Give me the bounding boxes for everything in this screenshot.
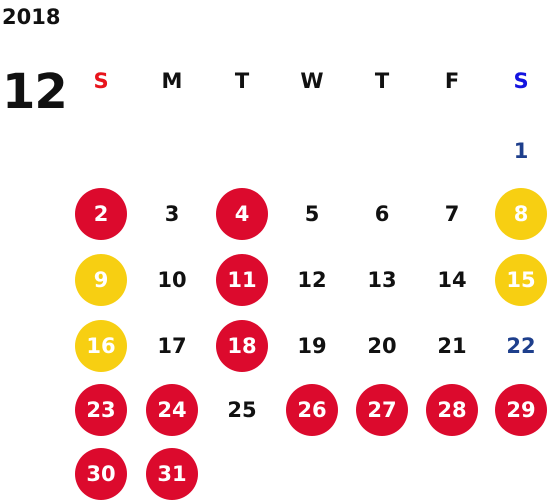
day-cell-2[interactable]: 2 bbox=[75, 188, 127, 240]
day-cell-14[interactable]: 14 bbox=[437, 268, 467, 292]
day-cell-22[interactable]: 22 bbox=[506, 334, 536, 358]
day-cell-18[interactable]: 18 bbox=[216, 320, 268, 372]
day-cell-4[interactable]: 4 bbox=[216, 188, 268, 240]
day-cell-26[interactable]: 26 bbox=[286, 384, 338, 436]
weekday-label: S bbox=[93, 69, 109, 93]
day-cell-25[interactable]: 25 bbox=[227, 398, 257, 422]
day-cell-13[interactable]: 13 bbox=[367, 268, 397, 292]
day-cell-20[interactable]: 20 bbox=[367, 334, 397, 358]
day-cell-16[interactable]: 16 bbox=[75, 320, 127, 372]
day-cell-10[interactable]: 10 bbox=[157, 268, 187, 292]
day-cell-3[interactable]: 3 bbox=[164, 202, 180, 226]
day-cell-23[interactable]: 23 bbox=[75, 384, 127, 436]
weekday-label: W bbox=[300, 69, 324, 93]
day-cell-28[interactable]: 28 bbox=[426, 384, 478, 436]
day-cell-12[interactable]: 12 bbox=[297, 268, 327, 292]
weekday-label: M bbox=[161, 69, 183, 93]
day-cell-21[interactable]: 21 bbox=[437, 334, 467, 358]
calendar-month: 12 bbox=[2, 64, 68, 120]
day-cell-11[interactable]: 11 bbox=[216, 254, 268, 306]
day-cell-27[interactable]: 27 bbox=[356, 384, 408, 436]
weekday-label: S bbox=[513, 69, 529, 93]
day-cell-15[interactable]: 15 bbox=[495, 254, 547, 306]
day-cell-1[interactable]: 1 bbox=[513, 139, 529, 163]
day-cell-24[interactable]: 24 bbox=[146, 384, 198, 436]
day-cell-6[interactable]: 6 bbox=[374, 202, 390, 226]
weekday-label: F bbox=[444, 69, 460, 93]
day-cell-9[interactable]: 9 bbox=[75, 254, 127, 306]
calendar-year: 2018 bbox=[2, 5, 61, 29]
day-cell-19[interactable]: 19 bbox=[297, 334, 327, 358]
day-cell-7[interactable]: 7 bbox=[444, 202, 460, 226]
day-cell-30[interactable]: 30 bbox=[75, 448, 127, 500]
weekday-label: T bbox=[234, 69, 250, 93]
day-cell-17[interactable]: 17 bbox=[157, 334, 187, 358]
day-cell-29[interactable]: 29 bbox=[495, 384, 547, 436]
weekday-label: T bbox=[374, 69, 390, 93]
day-cell-8[interactable]: 8 bbox=[495, 188, 547, 240]
day-cell-31[interactable]: 31 bbox=[146, 448, 198, 500]
day-cell-5[interactable]: 5 bbox=[304, 202, 320, 226]
